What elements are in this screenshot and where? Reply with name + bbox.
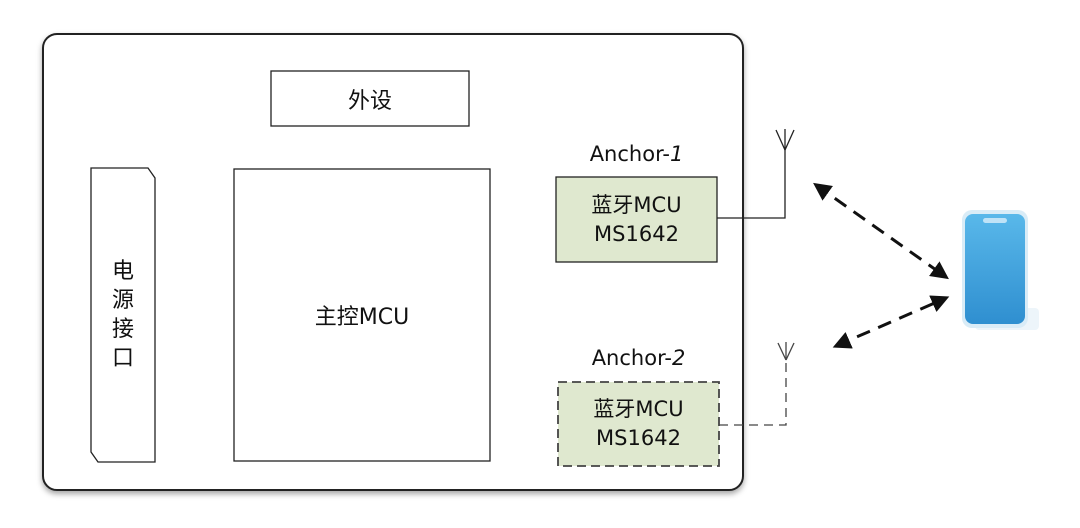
anchor2-line1: 蓝牙MCU	[593, 397, 684, 421]
anchor1-title-prefix: Anchor-	[589, 142, 670, 166]
anchor2-title-prefix: Anchor-	[591, 346, 672, 370]
anchor2-title: Anchor-2	[558, 346, 719, 370]
power-char: 源	[111, 288, 134, 313]
peripheral-box	[270, 70, 470, 127]
anchor1-line2: MS1642	[594, 221, 679, 246]
smartphone-icon	[962, 210, 1039, 330]
anchor2-antenna-wire	[719, 362, 787, 426]
anchor1-title-number: 1	[669, 142, 684, 166]
antenna-icon	[777, 342, 795, 361]
anchor1-module-label: 蓝牙MCU MS1642	[556, 177, 717, 262]
anchor2-module-label: 蓝牙MCU MS1642	[558, 382, 719, 466]
peripheral-label: 外设	[347, 88, 392, 114]
anchor2-line2: MS1642	[596, 426, 681, 450]
anchor1-title: Anchor-1	[556, 142, 717, 166]
power-char: 口	[111, 346, 134, 371]
power-interface-box	[90, 167, 156, 463]
anchor1-module-box	[555, 176, 718, 263]
signal-arrow-anchor2	[832, 295, 950, 349]
power-char: 接	[111, 317, 134, 342]
power-char: 电	[111, 259, 134, 284]
antenna-icon	[775, 129, 795, 151]
signal-arrow-anchor1	[813, 182, 949, 280]
main-mcu-box	[233, 168, 491, 462]
power-interface-label: 电 源 接 口	[91, 168, 155, 462]
anchor1-line1: 蓝牙MCU	[591, 192, 682, 217]
anchor2-title-number: 2	[671, 346, 686, 370]
anchor1-antenna-wire	[717, 150, 786, 219]
main-mcu-label: 主控MCU	[314, 305, 410, 330]
anchor2-module-box	[557, 381, 720, 467]
